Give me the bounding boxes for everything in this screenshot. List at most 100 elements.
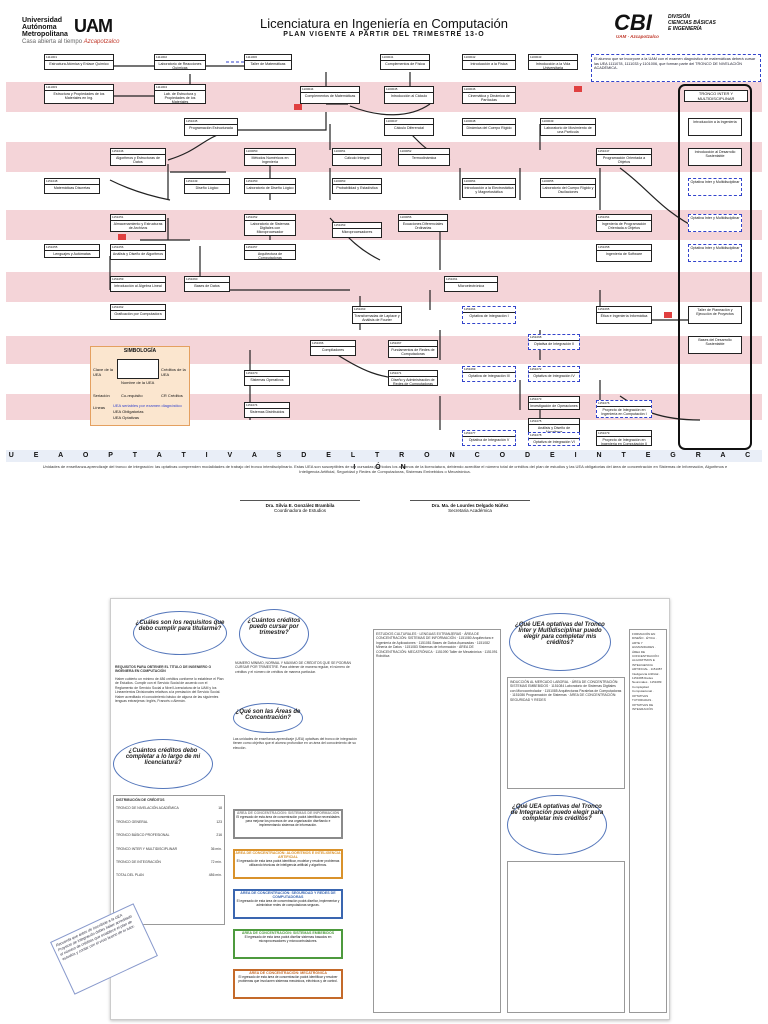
course-code: 1151046 [111,149,165,155]
signature-1: Dra. Silvia E. González Brambila Coordin… [240,500,360,513]
uni-motto: Casa abierta al tiempo Azcapotzalco [22,39,120,45]
course-name: Diseño Lógico [195,186,219,190]
course-code: 1151079 [597,431,651,437]
course-code: 1111003 [45,85,113,91]
page-title: Licenciatura en Ingeniería en Computació… [260,16,508,31]
course-code: 1100049 [541,119,595,125]
course-name: Introducción al Cálculo [390,94,428,98]
course-name: Probabilidad y Estadística [336,186,378,190]
course-code: 1151066 [311,341,355,347]
requirements-text: Haber cubierto un mínimo de 486 créditos… [115,677,224,704]
course-code: 1151048 [45,179,99,185]
course-name: Matemáticas Discretas [53,186,91,190]
course-name: Proyecto de Integración en Ingeniería en… [600,438,648,446]
requirements-title: REQUISITOS PARA OBTENER EL TÍTULO DE ING… [115,665,212,674]
course-name: Diseño y Administración de Redes de Comp… [391,378,435,386]
credit-row-value: 36 mín. [210,846,222,851]
legend-sample-box [117,359,159,379]
course-code: 1100046 [463,87,515,93]
course-name: Lab. de Estructura y Propiedades de los … [163,92,197,104]
trunk-frame [678,84,752,450]
credit-row-value: 123 [216,819,222,824]
legend-creditos: Créditos de la UEA [161,367,186,377]
cbi-logo: CBI [614,10,652,35]
legend-line3: UEA Optativas [113,415,140,420]
legend-lineas: Líneas [93,405,106,410]
course-name: Ecuaciones Diferenciales Ordinarias [402,222,444,231]
course-name: Complementos de Física [385,62,425,66]
trunk-course-name: Introducción al Desarrollo Sustentable [694,150,736,159]
course-name: Laboratorio del Cuerpo Rígido y Oscilaci… [542,186,594,195]
cbi-tag: UAM · Azcapotzalco [616,34,659,39]
credit-row-label: TRONCO INTER Y MULTIDISCIPLINAR [116,846,178,851]
course-code: 1151054 [597,215,651,221]
credit-row-label: TOTAL DEL PLAN [116,873,144,878]
concentration-area-text: El egresado de esta área podrá identific… [236,859,340,867]
course-name: Graficación por Computadora [114,312,162,316]
concentration-area-title: ÁREA DE CONCENTRACIÓN: ALGORITMOS E INTE… [235,851,341,859]
course-name: Proyecto de Integración en Ingeniería en… [601,408,647,417]
concentration-area-text: El egresado de esta área de concentració… [238,975,338,983]
course-code: 1151058 [597,245,651,251]
legend-line1: UEA seriables por examen diagnóstico [113,403,182,408]
course-code: 1100053 [333,179,381,185]
course-name: Ingeniería de Software [605,252,643,256]
diagnostic-notice-text: El alumno que se incorpore a la UAM con … [594,57,756,71]
course-code: 1100054 [463,179,515,185]
course-name: Estructura y Propiedades de los Material… [53,92,105,101]
course-code: 1151074 [245,403,289,409]
credit-row-label: TRONCO BÁSICO PROFESIONAL [116,833,170,838]
course-code: 1151065 [597,307,651,313]
course-name: Algoritmos y Estructuras de Datos [116,156,160,165]
course-code: 1111004 [155,85,205,91]
course-code: 1100042 [463,55,515,61]
course-code: 1151073 [529,397,579,403]
areas-text: Las unidades de enseñanza-aprendizaje (U… [233,737,357,750]
course-code: 1151052 [245,215,295,221]
course-code: 1151067 [389,341,437,347]
course-name: Optativa de Integración I [469,314,509,318]
signature-2-name: Dra. Ma. de Lourdes Delgado Núñez [410,500,530,508]
credit-row-label: TRONCO DE INTEGRACIÓN [116,860,161,865]
course-name: Programación Orientada a Objetos [602,156,646,165]
credit-distribution-title: DISTRIBUCIÓN DE CRÉDITOS [116,798,165,802]
signature-1-role: Coordinadora de Estudios [273,508,327,513]
course-code: 1111002 [155,55,205,61]
course-name: Optativa de Integración VI [533,440,575,444]
course-code: 1151069 [463,367,515,373]
legend-line2: UEA Obligatorias [113,409,144,414]
course-name: Sistemas Distribuidos [249,410,285,414]
course-code: 1151077 [463,431,515,437]
course-code: 1100052 [399,149,449,155]
credit-row-label: TRONCO GENERAL [116,819,148,824]
